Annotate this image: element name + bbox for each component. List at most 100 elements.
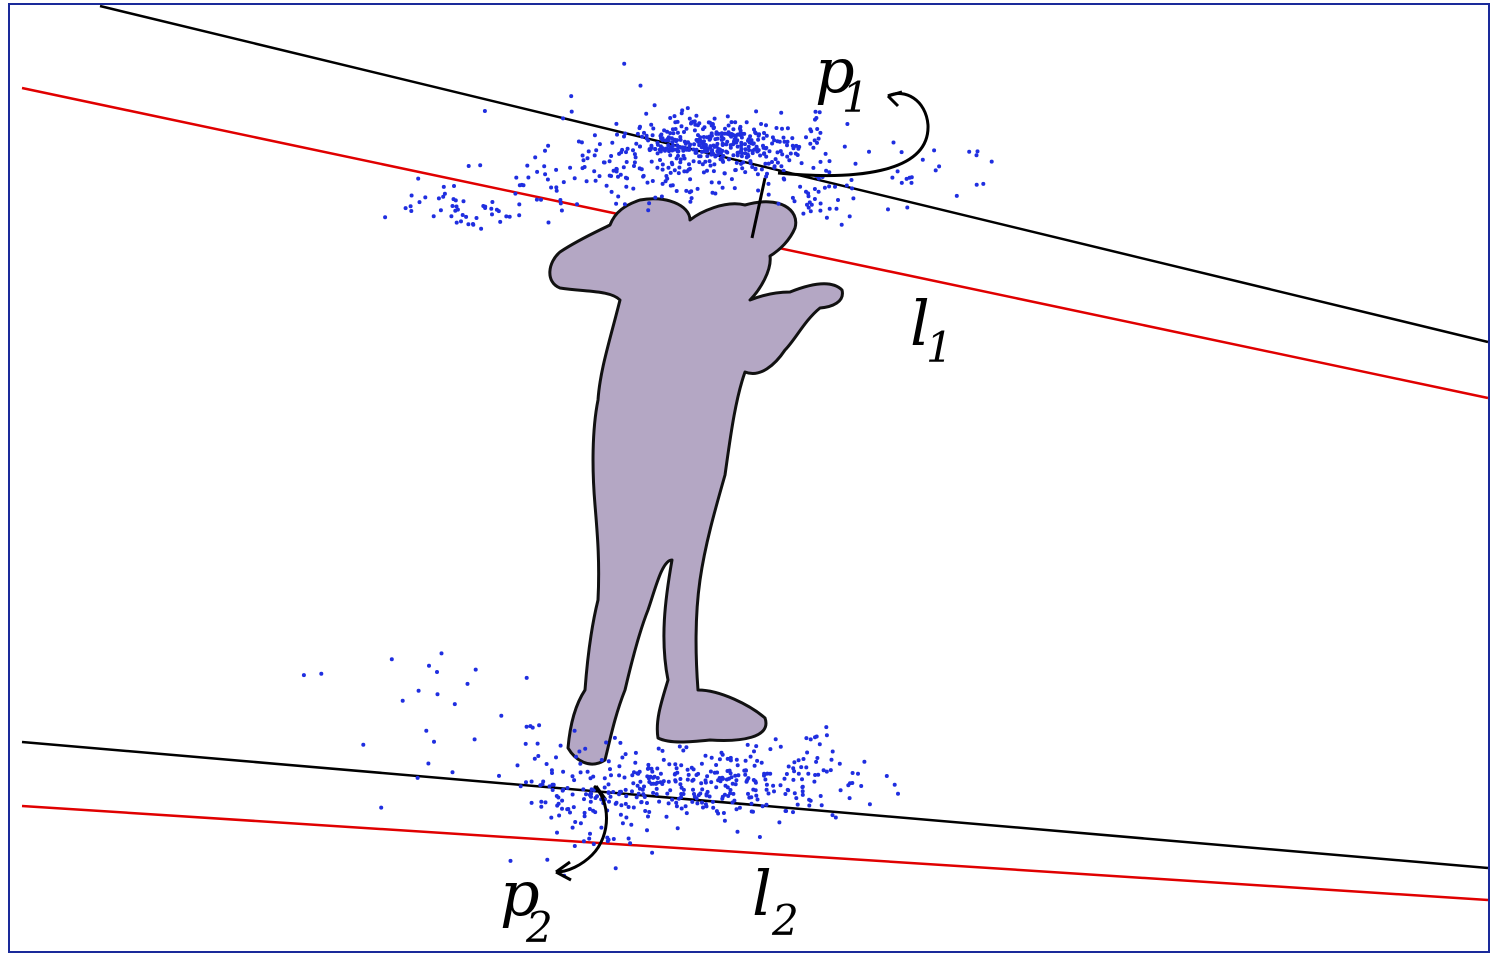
point-marker (631, 148, 635, 153)
point-marker (631, 781, 636, 786)
point-marker (692, 792, 696, 796)
point-marker (647, 810, 652, 814)
point-marker (685, 777, 690, 782)
point-marker (709, 123, 714, 128)
point-marker (623, 787, 628, 792)
point-marker (703, 778, 708, 783)
point-marker (725, 114, 730, 119)
point-marker (465, 681, 470, 686)
point-marker (517, 213, 522, 218)
point-marker (850, 771, 855, 775)
point-marker (759, 167, 764, 172)
point-marker (668, 116, 673, 120)
point-marker (667, 762, 672, 767)
point-marker (689, 121, 693, 126)
point-marker (676, 171, 681, 176)
point-marker (525, 163, 530, 168)
point-marker (617, 773, 622, 778)
point-marker (623, 752, 628, 757)
point-marker (645, 801, 649, 805)
point-marker (673, 779, 678, 784)
point-marker (691, 777, 696, 782)
point-marker (778, 783, 783, 788)
point-marker (606, 759, 611, 764)
point-marker (838, 788, 843, 793)
arrow-p1-curve (777, 92, 930, 177)
point-marker (622, 202, 627, 207)
label-p2-subscript: 2 (525, 903, 553, 952)
point-marker (794, 796, 799, 801)
point-marker (784, 772, 789, 776)
point-marker (550, 771, 554, 775)
point-marker (515, 763, 520, 768)
point-marker (624, 150, 628, 155)
point-marker (441, 194, 446, 199)
point-marker (623, 175, 628, 180)
point-marker (582, 165, 587, 169)
point-marker (616, 194, 621, 199)
point-marker (696, 139, 701, 144)
point-marker (539, 804, 544, 809)
point-marker (672, 168, 677, 173)
point-marker (726, 123, 731, 128)
point-marker (739, 143, 744, 148)
point-marker (379, 805, 384, 810)
point-marker (571, 805, 576, 810)
head-marker-line (750, 177, 767, 239)
point-marker (588, 791, 593, 796)
point-marker (545, 857, 550, 862)
point-marker (886, 207, 890, 212)
point-marker (824, 769, 829, 774)
point-marker (720, 775, 725, 780)
point-marker (818, 159, 823, 164)
point-marker (780, 126, 784, 131)
point-marker (782, 177, 787, 182)
point-marker (549, 185, 554, 190)
point-marker (756, 148, 761, 153)
point-marker (805, 750, 810, 755)
point-marker (591, 842, 596, 847)
point-marker (714, 763, 719, 767)
point-marker (524, 724, 529, 729)
point-marker (618, 740, 623, 745)
point-marker (975, 149, 980, 154)
point-marker (804, 135, 808, 140)
point-marker (624, 815, 629, 820)
point-marker (700, 787, 705, 792)
point-marker (688, 177, 693, 182)
point-marker (752, 763, 757, 768)
point-marker (695, 186, 700, 191)
point-marker (753, 131, 758, 136)
point-marker (800, 792, 805, 797)
point-marker (684, 811, 689, 816)
point-marker (726, 794, 731, 798)
point-marker (722, 171, 727, 176)
point-marker (532, 756, 537, 761)
point-marker (674, 189, 679, 193)
point-marker (660, 748, 665, 753)
point-marker (761, 136, 766, 141)
point-marker (698, 154, 703, 159)
point-marker (766, 181, 771, 186)
point-marker (773, 737, 778, 742)
point-marker (705, 789, 710, 794)
point-marker (709, 133, 714, 138)
point-marker (771, 783, 776, 788)
point-marker (816, 189, 821, 194)
point-marker (472, 737, 477, 742)
point-marker (806, 194, 811, 199)
point-marker (847, 796, 852, 801)
point-marker (599, 825, 604, 830)
point-marker (679, 806, 684, 811)
point-marker (529, 779, 534, 784)
point-marker (666, 779, 671, 784)
point-marker (679, 124, 684, 129)
point-marker (674, 804, 679, 809)
point-marker (782, 139, 787, 144)
point-marker (738, 124, 743, 129)
point-marker (800, 777, 804, 782)
point-marker (650, 179, 655, 183)
point-marker (641, 173, 646, 178)
point-marker (558, 201, 563, 206)
point-marker (757, 132, 762, 137)
